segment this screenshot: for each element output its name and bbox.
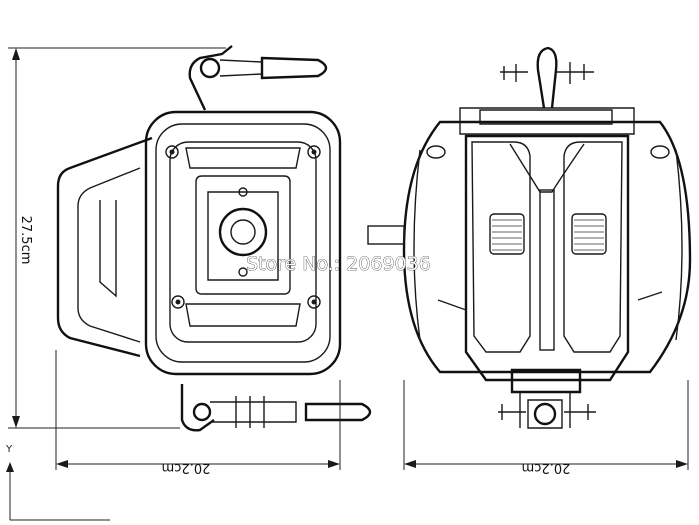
- side-shaft: [367, 225, 405, 245]
- front-housing-inner: [155, 123, 331, 363]
- side-bottom-hook: [510, 368, 582, 394]
- side-roller-right: [571, 213, 607, 255]
- front-side-tab-inner: [77, 167, 141, 343]
- front-bottom-handle: [304, 402, 372, 422]
- side-top-hook: [536, 46, 558, 109]
- width-dimension-right: 20.2cm: [403, 380, 689, 475]
- front-screw-tr: [307, 145, 321, 159]
- side-view: [367, 46, 692, 429]
- axis-y-label: Y: [5, 444, 13, 455]
- side-roller-left: [489, 213, 525, 255]
- width-right-label: 20.2cm: [522, 460, 571, 475]
- width-dimension-left: 20.2cm: [55, 350, 341, 475]
- front-bottom-hook: [180, 384, 215, 432]
- height-label: 27.5cm: [18, 216, 33, 265]
- front-screw-br: [307, 295, 321, 309]
- front-hub-gear: [218, 207, 268, 257]
- side-y-bracket: [509, 143, 585, 193]
- axis-indicator: Y: [5, 444, 110, 521]
- front-screw-tl: [165, 145, 179, 159]
- side-body: [402, 120, 692, 374]
- side-frame: [464, 134, 630, 382]
- front-top-handle: [260, 56, 328, 80]
- front-screw-bl: [171, 295, 185, 309]
- width-left-label: 20.2cm: [162, 460, 211, 475]
- store-watermark: Store No.: 2069036: [246, 253, 431, 275]
- front-top-hook: [188, 45, 233, 111]
- front-housing: [144, 110, 342, 376]
- front-centre-plate: [195, 175, 291, 295]
- front-side-tab: [56, 136, 153, 358]
- front-view: [56, 45, 372, 432]
- height-dimension: 27.5cm: [8, 47, 226, 429]
